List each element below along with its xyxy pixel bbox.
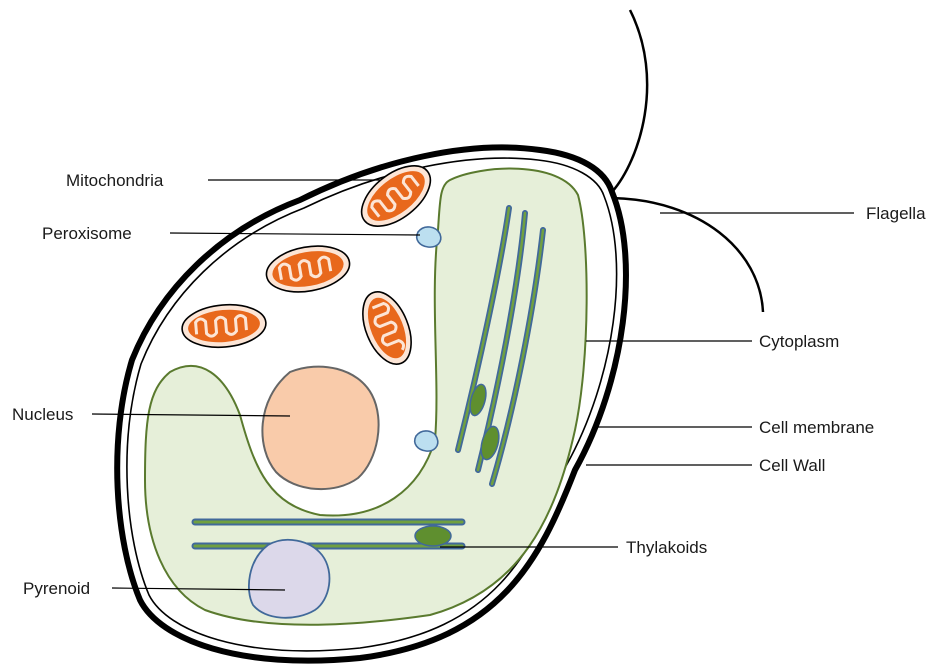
- peroxisome-bottom: [415, 431, 438, 451]
- pyrenoid: [249, 540, 330, 618]
- label-cell-wall: Cell Wall: [759, 456, 825, 475]
- label-cytoplasm: Cytoplasm: [759, 332, 839, 351]
- nucleus: [262, 367, 378, 490]
- flagellum-short: [612, 198, 763, 312]
- label-flagella: Flagella: [866, 204, 926, 223]
- peroxisome-top: [417, 227, 441, 247]
- flagellum-long: [612, 10, 647, 192]
- label-nucleus: Nucleus: [12, 405, 73, 424]
- label-mitochondria: Mitochondria: [66, 171, 164, 190]
- label-pyrenoid: Pyrenoid: [23, 579, 90, 598]
- label-thylakoids: Thylakoids: [626, 538, 707, 557]
- label-cell-membrane: Cell membrane: [759, 418, 874, 437]
- label-peroxisome: Peroxisome: [42, 224, 132, 243]
